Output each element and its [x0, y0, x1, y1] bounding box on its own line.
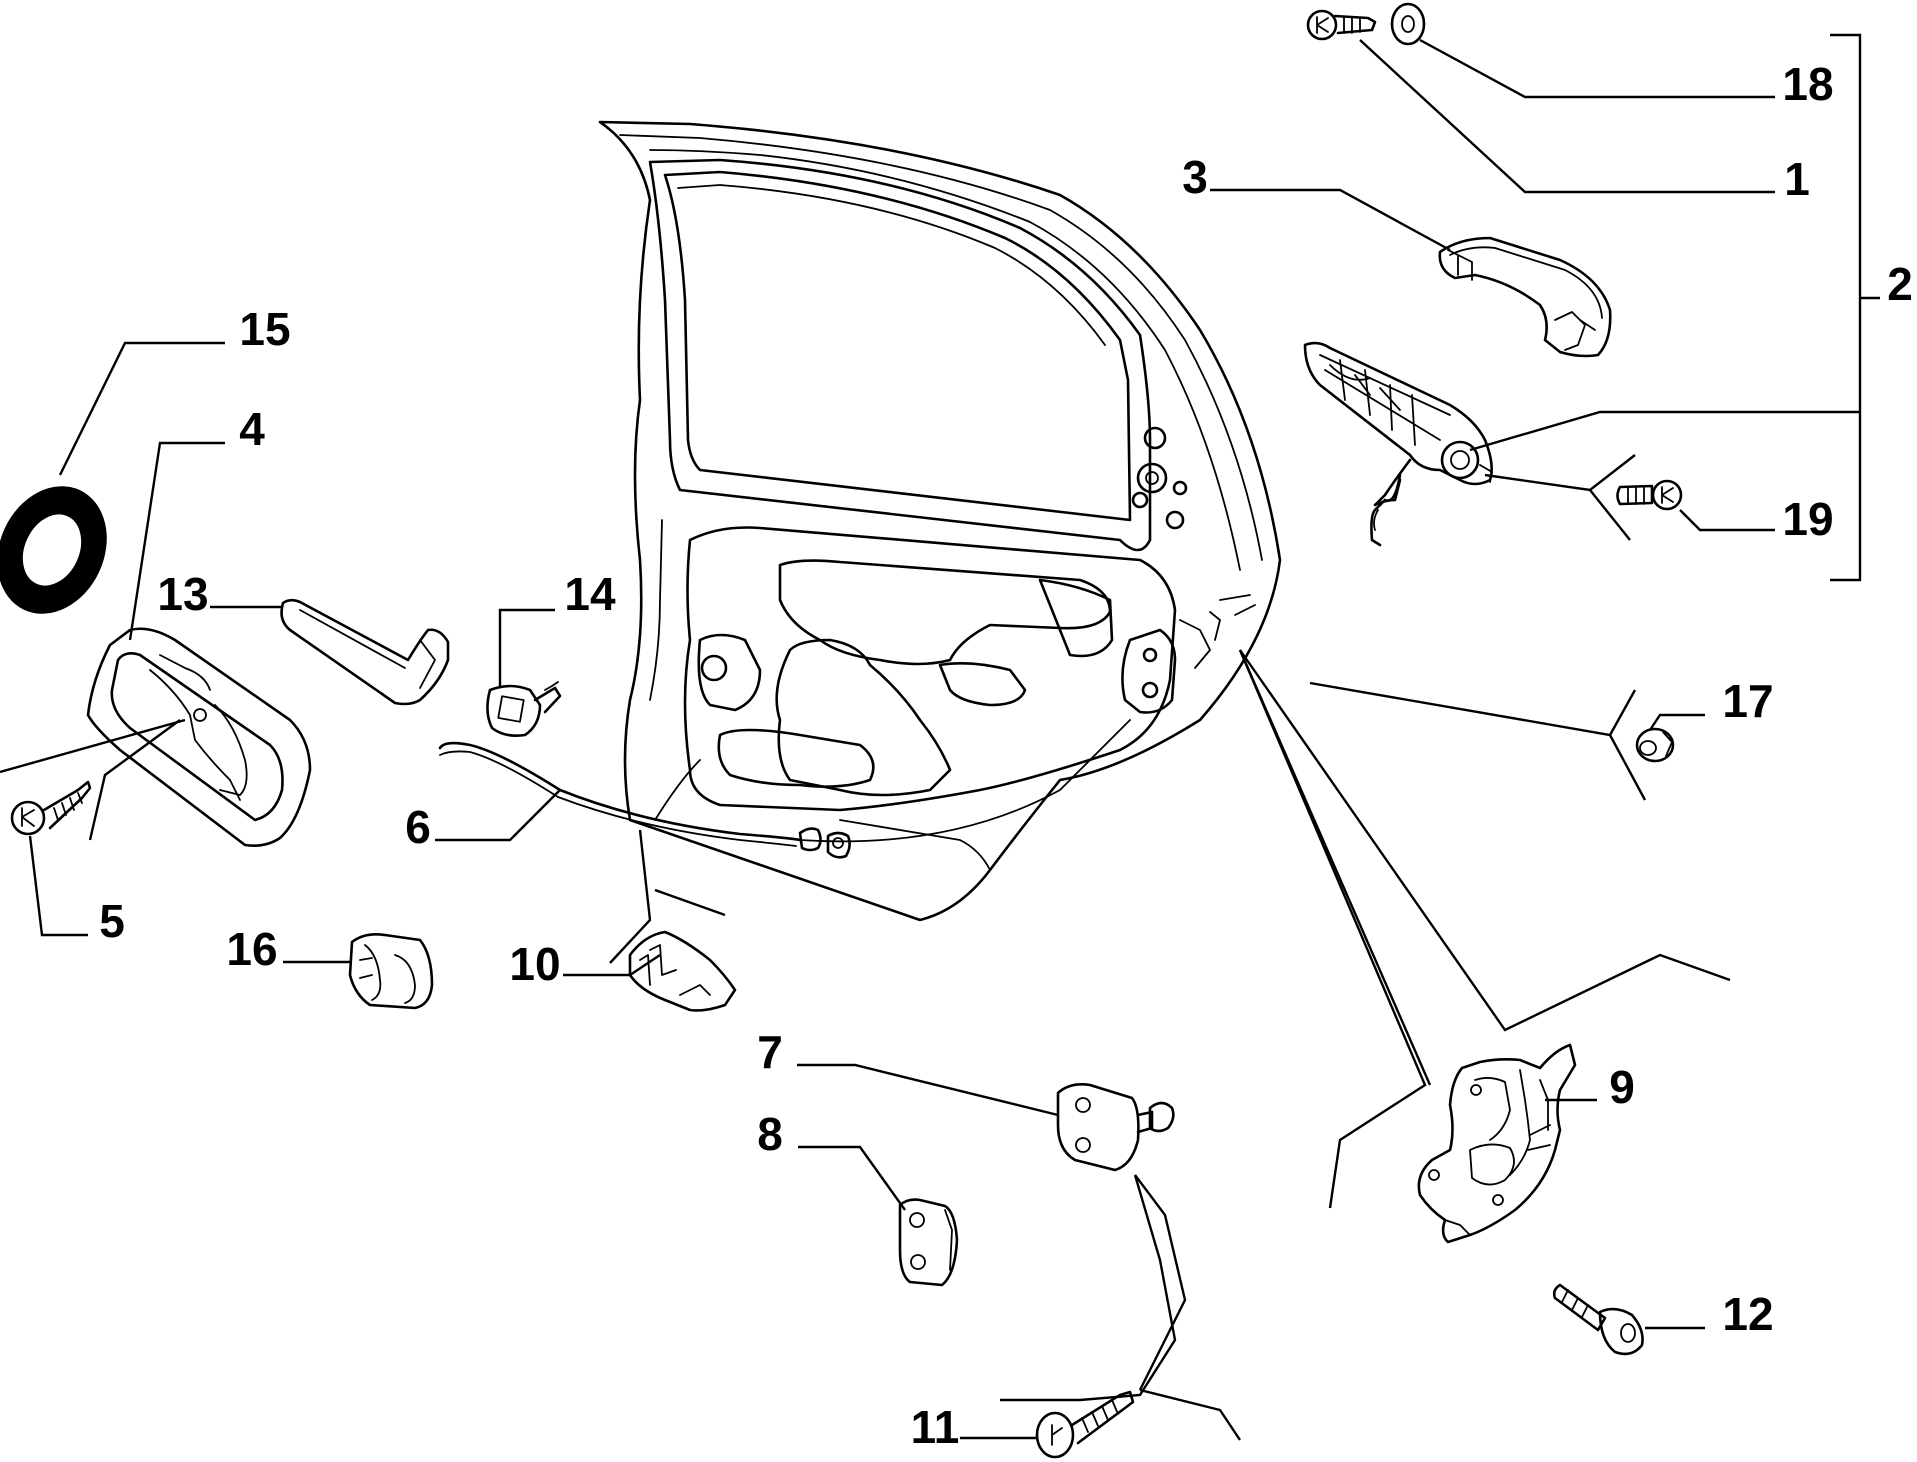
label-6: 6 [405, 801, 431, 853]
label-17: 17 [1722, 675, 1773, 727]
part-4-handle-bezel [86, 627, 312, 847]
label-12: 12 [1722, 1288, 1773, 1340]
label-10: 10 [509, 938, 560, 990]
part-12-bolt [1552, 1283, 1644, 1356]
part-8-plate [898, 1198, 959, 1287]
label-8: 8 [757, 1108, 783, 1160]
label-13: 13 [157, 568, 208, 620]
part-16-clip [348, 933, 434, 1010]
label-4: 4 [239, 403, 265, 455]
label-5: 5 [99, 895, 125, 947]
callout-labels: 15 4 13 14 5 6 16 10 7 8 11 9 12 17 19 3… [99, 58, 1913, 1453]
part-17-grommet [1635, 727, 1675, 763]
part-7-striker [1056, 1083, 1175, 1172]
part-11-screw [1035, 1390, 1135, 1459]
leader-lines [0, 33, 1880, 1441]
door-cable [438, 719, 1131, 859]
label-9: 9 [1609, 1061, 1635, 1113]
part-3-outer-handle [1438, 236, 1612, 358]
part-10-cover [628, 930, 737, 1012]
part-18-washer [1390, 2, 1426, 46]
label-7: 7 [757, 1026, 783, 1078]
part-14-fastener [486, 681, 562, 737]
part-2-handle-carrier [1303, 341, 1493, 547]
label-2: 2 [1887, 258, 1913, 310]
part-5-screw [10, 780, 92, 836]
part-1-screw [1306, 9, 1377, 41]
rear-door-panel [598, 120, 1282, 922]
part-13-inner-lever [280, 598, 450, 706]
label-14: 14 [564, 568, 616, 620]
label-16: 16 [226, 923, 277, 975]
label-11: 11 [911, 1401, 960, 1453]
part-9-lock [1417, 1043, 1577, 1244]
label-3: 3 [1182, 151, 1208, 203]
label-15: 15 [239, 303, 290, 355]
part-19-screw [1616, 479, 1683, 511]
label-1: 1 [1784, 153, 1810, 205]
part-15-ring [0, 486, 107, 614]
label-18: 18 [1782, 58, 1833, 110]
label-19: 19 [1782, 493, 1833, 545]
